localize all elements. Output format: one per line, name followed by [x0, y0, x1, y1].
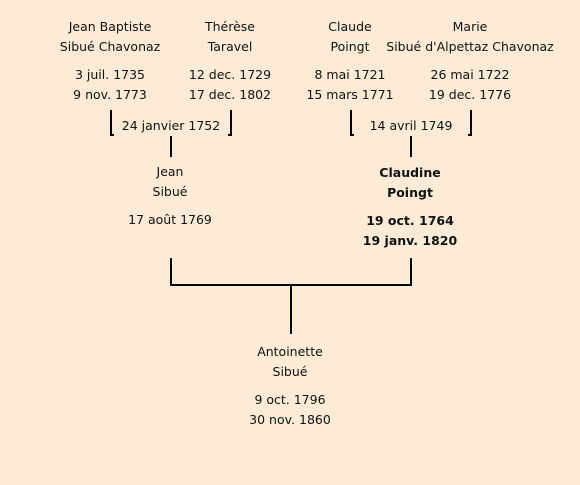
person-surname: Sibué d'Alpettaz Chavonaz: [386, 39, 554, 54]
person-surname: Sibué Chavonaz: [59, 39, 161, 54]
person-name: Jean: [156, 164, 184, 179]
person-therese[interactable]: Thérèse Taravel 12 dec. 1729 17 dec. 180…: [175, 17, 285, 105]
birth-date: 3 juil. 1735: [74, 67, 146, 82]
person-marie[interactable]: Marie Sibué d'Alpettaz Chavonaz 26 mai 1…: [380, 17, 560, 105]
person-name: Claude: [328, 19, 372, 34]
birth-date: 26 mai 1722: [430, 67, 510, 82]
person-jean-baptiste[interactable]: Jean Baptiste Sibué Chavonaz 3 juil. 173…: [50, 17, 170, 105]
person-name: Thérèse: [204, 19, 255, 34]
person-name: Jean Baptiste: [68, 19, 152, 34]
connector-line: [350, 110, 352, 136]
marriage-date: 24 janvier 1752: [114, 116, 228, 136]
connector-line: [230, 110, 232, 136]
person-surname: Sibué: [272, 364, 308, 379]
birth-date: 19 oct. 1764: [366, 213, 454, 228]
person-surname: Taravel: [207, 39, 253, 54]
death-date: 9 nov. 1773: [73, 87, 147, 102]
person-jean[interactable]: Jean Sibué 17 août 1769: [110, 162, 230, 230]
person-claude[interactable]: Claude Poingt 8 mai 1721 15 mars 1771: [295, 17, 405, 105]
connector-line: [470, 110, 472, 136]
person-name: Antoinette: [257, 344, 323, 359]
connector-line: [410, 258, 412, 286]
death-date: 19 dec. 1776: [428, 87, 512, 102]
birth-date: 9 oct. 1796: [254, 392, 326, 407]
person-claudine[interactable]: Claudine Poingt 19 oct. 1764 19 janv. 18…: [350, 163, 470, 251]
death-date: 19 janv. 1820: [362, 233, 458, 248]
person-name: Claudine: [379, 165, 441, 180]
person-surname: Poingt: [387, 185, 433, 200]
person-surname: Sibué: [152, 184, 188, 199]
death-date: 30 nov. 1860: [249, 412, 331, 427]
connector-line: [290, 286, 292, 334]
person-name: Marie: [452, 19, 488, 34]
birth-date: 12 dec. 1729: [188, 67, 272, 82]
person-antoinette[interactable]: Antoinette Sibué 9 oct. 1796 30 nov. 186…: [230, 342, 350, 430]
birth-date: 8 mai 1721: [314, 67, 386, 82]
connector-line: [170, 258, 172, 286]
person-surname: Poingt: [330, 39, 370, 54]
connector-line: [170, 136, 172, 157]
connector-line: [170, 284, 412, 286]
connector-line: [110, 110, 112, 136]
death-date: 17 dec. 1802: [188, 87, 272, 102]
connector-line: [410, 136, 412, 157]
marriage-date: 14 avril 1749: [354, 116, 468, 136]
birth-date: 17 août 1769: [128, 212, 212, 227]
death-date: 15 mars 1771: [306, 87, 394, 102]
